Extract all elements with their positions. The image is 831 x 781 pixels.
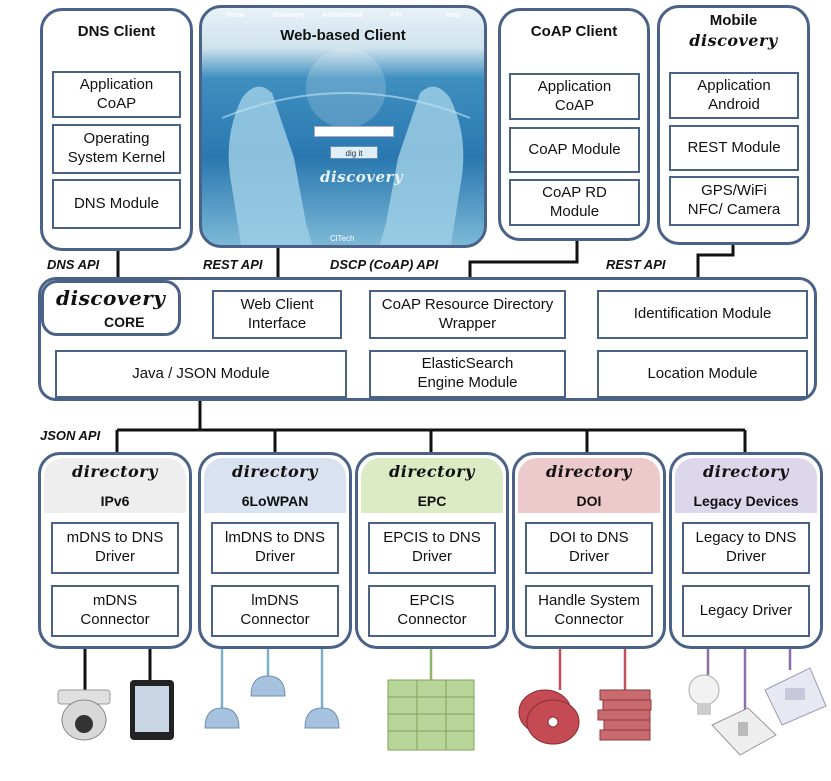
json-api-label: JSON API [40, 428, 101, 443]
web-nav-bar: Home discovery Architecture API Help [202, 12, 484, 26]
search-input[interactable] [314, 126, 394, 137]
web-client-panel: Home discovery Architecture API Help Web… [199, 5, 487, 248]
dns-application-coap-box: Application CoAP [52, 71, 181, 118]
rest-module-box: REST Module [669, 125, 799, 171]
gps-wifi-box: GPS/WiFi NFC/ Camera [669, 176, 799, 226]
core-logo-badge: discovery CORE [41, 280, 181, 336]
directory-connector-box: EPCIS Connector [368, 585, 496, 637]
os-kernel-box: Operating System Kernel [52, 124, 181, 174]
directory-logo: directory [546, 462, 632, 481]
dns-api-label: DNS API [47, 257, 100, 272]
directory-panel: directory 6LoWPAN lmDNS to DNS Driver lmDNS… [198, 452, 352, 649]
directory-logo: directory [72, 462, 158, 481]
nav-discovery[interactable]: discovery [272, 12, 305, 19]
nav-home[interactable]: Home [226, 12, 246, 19]
directory-connector-box: Handle System Connector [525, 585, 653, 637]
directory-connector-box: Legacy Driver [682, 585, 810, 637]
core-panel: discovery CORE Web Client Interface CoAP… [38, 277, 817, 401]
dns-client-panel: DNS Client Application CoAP Operating Sy… [40, 8, 193, 251]
directory-header [44, 458, 186, 513]
mobile-discovery-logo: discovery [689, 31, 778, 50]
nav-api[interactable]: API [390, 12, 402, 19]
mobile-title: Mobile [709, 12, 758, 29]
web-credit: ClTech [330, 234, 355, 243]
directory-label: EPC [417, 493, 447, 509]
coap-application-box: Application CoAP [509, 73, 640, 120]
web-client-interface-box: Web Client Interface [212, 290, 342, 339]
identification-module-box: Identification Module [597, 290, 808, 339]
java-json-module-box: Java / JSON Module [55, 350, 347, 398]
coap-rd-module-box: CoAP RD Module [509, 179, 640, 226]
rest-api-label-right: REST API [606, 257, 666, 272]
directory-label: Legacy Devices [693, 493, 799, 509]
directory-header [361, 458, 503, 513]
directory-label: IPv6 [100, 493, 130, 509]
directory-header [518, 458, 660, 513]
directory-driver-box: DOI to DNS Driver [525, 522, 653, 574]
directory-connector-box: lmDNS Connector [211, 585, 339, 637]
coap-rd-wrapper-box: CoAP Resource Directory Wrapper [369, 290, 566, 339]
android-application-box: Application Android [669, 72, 799, 119]
core-label: CORE [104, 314, 145, 330]
mobile-client-panel: Mobile discovery Application Android RES… [657, 5, 810, 245]
dns-module-box: DNS Module [52, 179, 181, 229]
directory-logo: directory [703, 462, 789, 481]
directory-driver-box: Legacy to DNS Driver [682, 522, 810, 574]
web-client-title: Web-based Client [280, 27, 406, 44]
nav-architecture[interactable]: Architecture [322, 12, 364, 19]
directory-driver-box: mDNS to DNS Driver [51, 522, 179, 574]
directory-driver-box: lmDNS to DNS Driver [211, 522, 339, 574]
directory-driver-box: EPCIS to DNS Driver [368, 522, 496, 574]
elasticsearch-module-box: ElasticSearch Engine Module [369, 350, 566, 398]
location-module-box: Location Module [597, 350, 808, 398]
directory-header [204, 458, 346, 513]
directory-connector-box: mDNS Connector [51, 585, 179, 637]
directory-logo: directory [232, 462, 318, 481]
web-discovery-logo: discovery [320, 168, 404, 186]
dns-client-title: DNS Client [77, 23, 156, 40]
directory-header [675, 458, 817, 513]
coap-client-title: CoAP Client [530, 23, 618, 40]
core-discovery-logo: discovery [56, 286, 166, 310]
dig-it-button[interactable]: dig it [330, 146, 378, 159]
directory-logo: directory [389, 462, 475, 481]
coap-client-panel: CoAP Client Application CoAP CoAP Module… [498, 8, 650, 241]
coap-module-box: CoAP Module [509, 127, 640, 173]
dscp-api-label: DSCP (CoAP) API [330, 257, 439, 272]
hands-illustration [221, 48, 471, 245]
rest-api-label-left: REST API [203, 257, 263, 272]
directory-label: DOI [576, 493, 602, 509]
nav-help[interactable]: Help [446, 12, 462, 19]
directory-label: 6LoWPAN [241, 493, 309, 509]
